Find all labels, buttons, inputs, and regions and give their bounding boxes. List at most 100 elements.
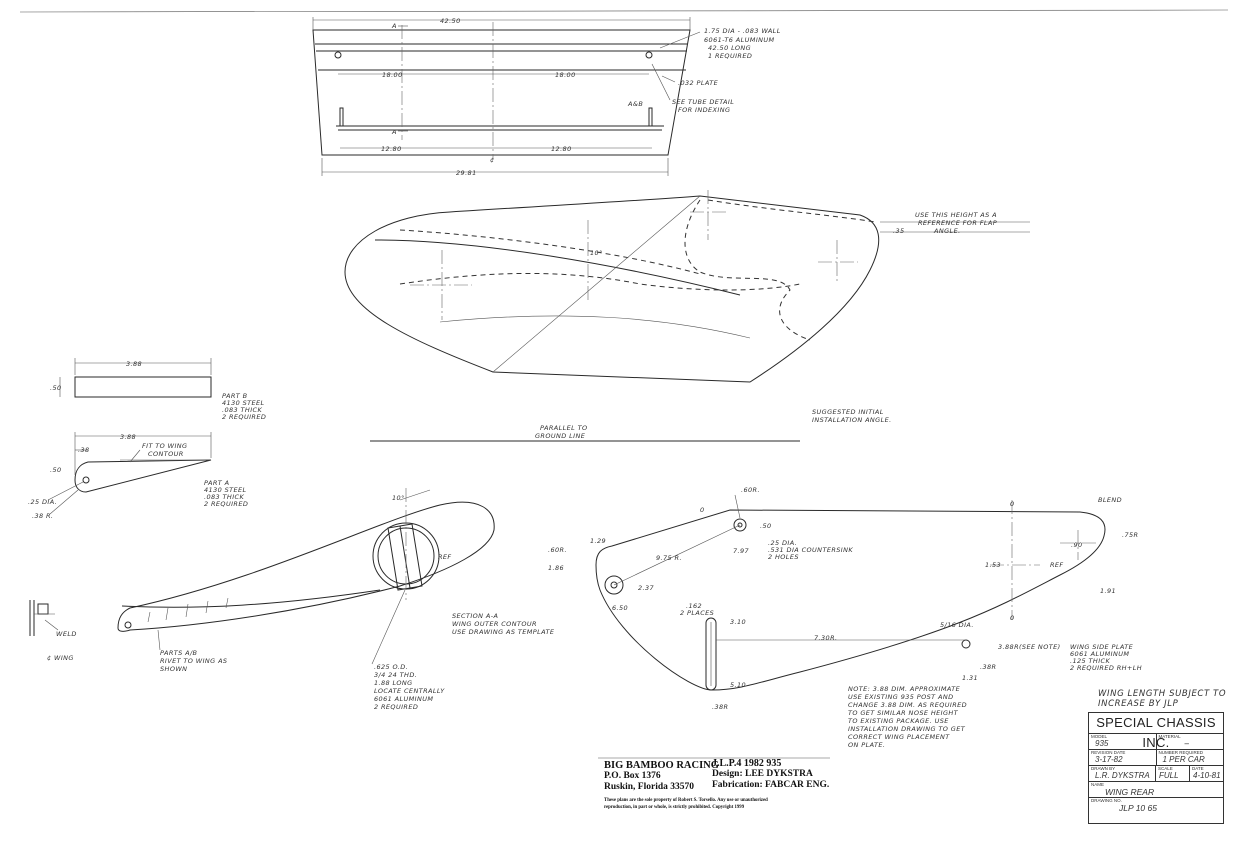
part-b-dim-width: 3.88 [126, 360, 142, 368]
side-d25-2: .531 DIA COUNTERSINK [768, 546, 853, 554]
height-note-3: ANGLE. [933, 227, 961, 235]
side-hole-516: 5/16 DIA. [940, 621, 974, 629]
date-value: 4-10-81 [1193, 771, 1221, 780]
part-a-fit-1: FIT TO WING [142, 442, 188, 450]
install-note-4: TO GET SIMILAR NOSE HEIGHT [848, 709, 959, 717]
install-note: NOTE: 3.88 DIM. APPROXIMATE USE EXISTING… [848, 685, 967, 749]
section-angle: 10° [392, 494, 405, 502]
part-b-note-4: 2 REQUIRED [222, 413, 266, 421]
flap-inner-line [374, 239, 741, 296]
side-d186: 1.86 [548, 564, 564, 572]
side-r60: .60R. [741, 486, 760, 494]
name-value: WING REAR [1105, 787, 1155, 797]
dim-35: .35 [893, 227, 905, 235]
side-slot-1: .162 [686, 602, 702, 610]
side-note-4: 2 REQUIRED RH+LH [1070, 664, 1142, 672]
wing-length-1: WING LENGTH SUBJECT TO [1098, 689, 1226, 699]
side-d650: 6.50 [612, 604, 628, 612]
side-plate-outline [595, 509, 1106, 691]
wing-profile: 10° .35 USE THIS HEIGHT AS A REFERENCE F… [344, 190, 1030, 442]
wing-length-2: INCREASE BY JLP [1098, 699, 1179, 709]
tube-spec-2: 3/4 24 THD. [374, 671, 417, 679]
part-a-dim-50: .50 [50, 466, 62, 474]
tube-spec-1: .625 O.D. [374, 663, 408, 671]
part-a-fit-2: CONTOUR [148, 450, 184, 458]
side-d510: 5.10 [730, 681, 746, 689]
part-a-note-1: PART A [204, 479, 229, 487]
mount-hole [604, 575, 624, 595]
install-note-5: TO EXISTING PACKAGE. USE [848, 717, 949, 725]
tube-detail-1: SEE TUBE DETAIL [672, 98, 734, 106]
dim-lower-left: 12.80 [381, 145, 402, 153]
name-label: NAME [1091, 782, 1105, 787]
side-note-3: .125 THICK [1070, 657, 1110, 665]
tube-note-2: 6061-T6 ALUMINUM [704, 36, 775, 44]
pivot-hole [733, 518, 747, 532]
weld-label: WELD [56, 630, 77, 638]
tube-detail-2: FOR INDEXING [678, 106, 730, 114]
side-r38-right: .38R [980, 663, 996, 671]
publisher-design: Design: LEE DYKSTRA [712, 769, 813, 779]
parts-ab-3: SHOWN [160, 665, 187, 673]
drawing-value: JLP 10 65 [1119, 803, 1157, 813]
profile-angle: 10° [590, 249, 603, 257]
ab-label: A&B [627, 100, 643, 108]
slot [705, 617, 717, 691]
dim-left-18: 18.00 [382, 71, 403, 79]
side-d129: 1.29 [590, 537, 606, 545]
wing-length-note: WING LENGTH SUBJECT TO INCREASE BY JLP [1098, 689, 1226, 709]
drawing-label: DRAWING NO. [1091, 798, 1122, 803]
side-o-topleft: 0 [700, 506, 705, 514]
height-note-2: REFERENCE FOR FLAP [918, 219, 997, 227]
endplate-note: .032 PLATE [678, 79, 719, 87]
side-o-bottom: 0 [1010, 614, 1015, 622]
number-value: 1 PER CAR [1162, 755, 1205, 764]
side-d797: 7.97 [733, 547, 750, 555]
side-r388: 3.88R(SEE NOTE) [998, 643, 1061, 651]
parallel-1: PARALLEL TO [540, 424, 588, 432]
model-label: MODEL [1091, 734, 1108, 739]
side-d90: .90 [1071, 541, 1083, 549]
side-d153: 1.53 [985, 561, 1001, 569]
install-note-7: CORRECT WING PLACEMENT [848, 733, 950, 741]
part-b-note-1: PART B [222, 392, 248, 400]
material-value: – [1184, 739, 1189, 748]
install-note-2: USE EXISTING 935 POST AND [848, 693, 954, 701]
side-d310: 3.10 [730, 618, 746, 626]
part-a-dim-38: .38 [78, 446, 90, 454]
parallel-2: GROUND LINE [535, 432, 586, 440]
dim-bottom: 29.81 [456, 169, 477, 177]
centerline-mark: ¢ [490, 156, 495, 164]
side-d131: 1.31 [962, 674, 978, 682]
side-r730: 7.30R. [814, 634, 837, 642]
section-aa: 10° REF WELD ¢ WING PARTS A/B RIVET TO W… [29, 488, 554, 711]
tube-note-1: 1.75 DIA - .083 WALL [704, 27, 781, 35]
side-plate: .60R. .60R. 1.29 1.86 9.75 R. 2.37 6.50 … [548, 486, 1142, 711]
part-a-outline [74, 459, 212, 493]
material-label: MATERIAL [1158, 734, 1181, 739]
section-mark-a-lower: A [391, 128, 397, 136]
side-r975: 9.75 R. [656, 554, 682, 562]
drawn-value: L.R. DYKSTRA [1095, 771, 1150, 780]
side-note-1: WING SIDE PLATE [1070, 643, 1134, 651]
model-value: 935 [1095, 739, 1109, 748]
install-note-6: INSTALLATION DRAWING TO GET [848, 725, 966, 733]
part-a-radius: .38 R. [32, 512, 53, 520]
date-label: DATE [1192, 766, 1204, 771]
section-insert [387, 523, 423, 591]
part-b-note-3: .083 THICK [222, 406, 262, 414]
publisher-pobox: P.O. Box 1376 [604, 771, 661, 781]
drawn-label: DRAWN BY [1091, 766, 1116, 771]
revision-value: 3-17-82 [1095, 755, 1123, 764]
part-b: 3.88 .50 PART B 4130 STEEL .083 THICK 2 … [50, 358, 266, 421]
top-view: 42.50 18.00 18.00 12.80 12.80 ¢ 29.81 A … [312, 17, 781, 177]
wing-outline [344, 195, 880, 383]
side-slot-2: 2 PLACES [680, 609, 714, 617]
section-title: SECTION A-A [452, 612, 498, 620]
dim-overall: 42.50 [440, 17, 461, 25]
install-note-1: NOTE: 3.88 DIM. APPROXIMATE [848, 685, 961, 693]
side-d191: 1.91 [1100, 587, 1116, 595]
section-mark-a: A [391, 22, 397, 30]
tube-spec-6: 2 REQUIRED [374, 703, 418, 711]
